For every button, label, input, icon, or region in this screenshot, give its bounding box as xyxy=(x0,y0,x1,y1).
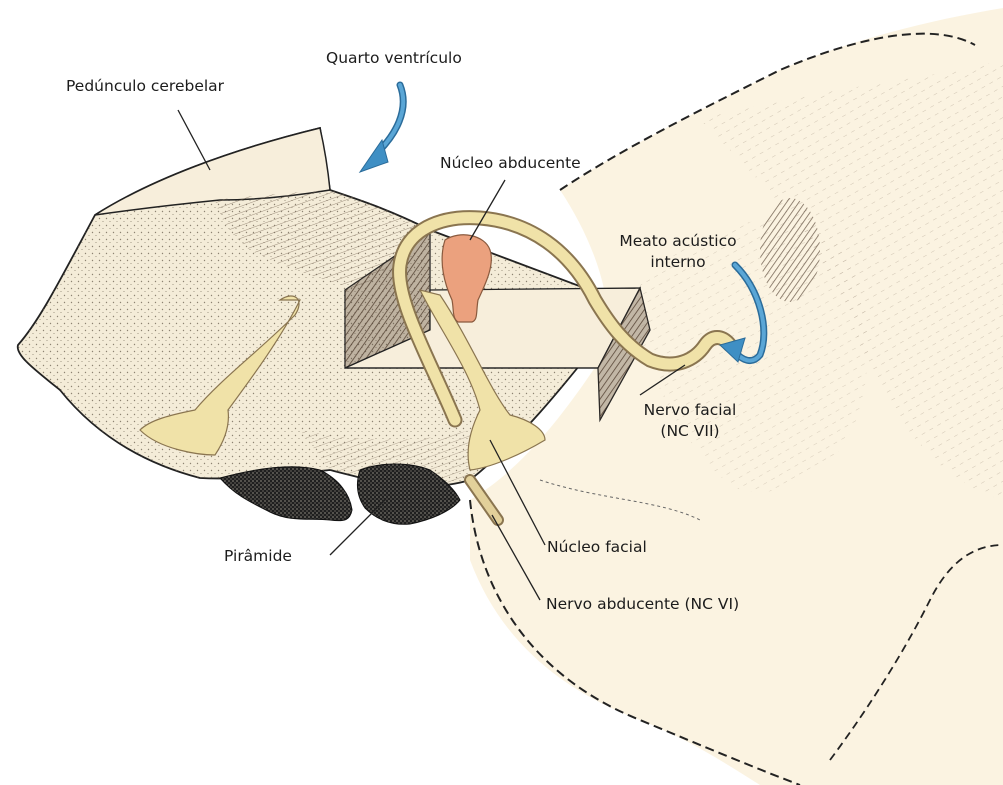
fourth-ventricle-arrow xyxy=(360,85,403,172)
label-quarto-ventriculo: Quarto ventrículo xyxy=(326,48,462,69)
label-nervo-facial-line2: (NC VII) xyxy=(620,421,760,442)
label-nervo-facial-line1: Nervo facial xyxy=(620,400,760,421)
label-meato-acustico-line2: interno xyxy=(598,252,758,273)
label-nervo-facial: Nervo facial (NC VII) xyxy=(620,400,760,442)
label-nucleo-facial: Núcleo facial xyxy=(547,537,647,558)
label-piramide: Pirâmide xyxy=(224,546,292,567)
label-meato-acustico-line1: Meato acústico xyxy=(598,231,758,252)
label-meato-acustico: Meato acústico interno xyxy=(598,231,758,273)
label-pedunculo-cerebelar: Pedúnculo cerebelar xyxy=(66,76,224,97)
label-nucleo-abducente: Núcleo abducente xyxy=(440,153,581,174)
label-nervo-abducente: Nervo abducente (NC VI) xyxy=(546,594,739,615)
